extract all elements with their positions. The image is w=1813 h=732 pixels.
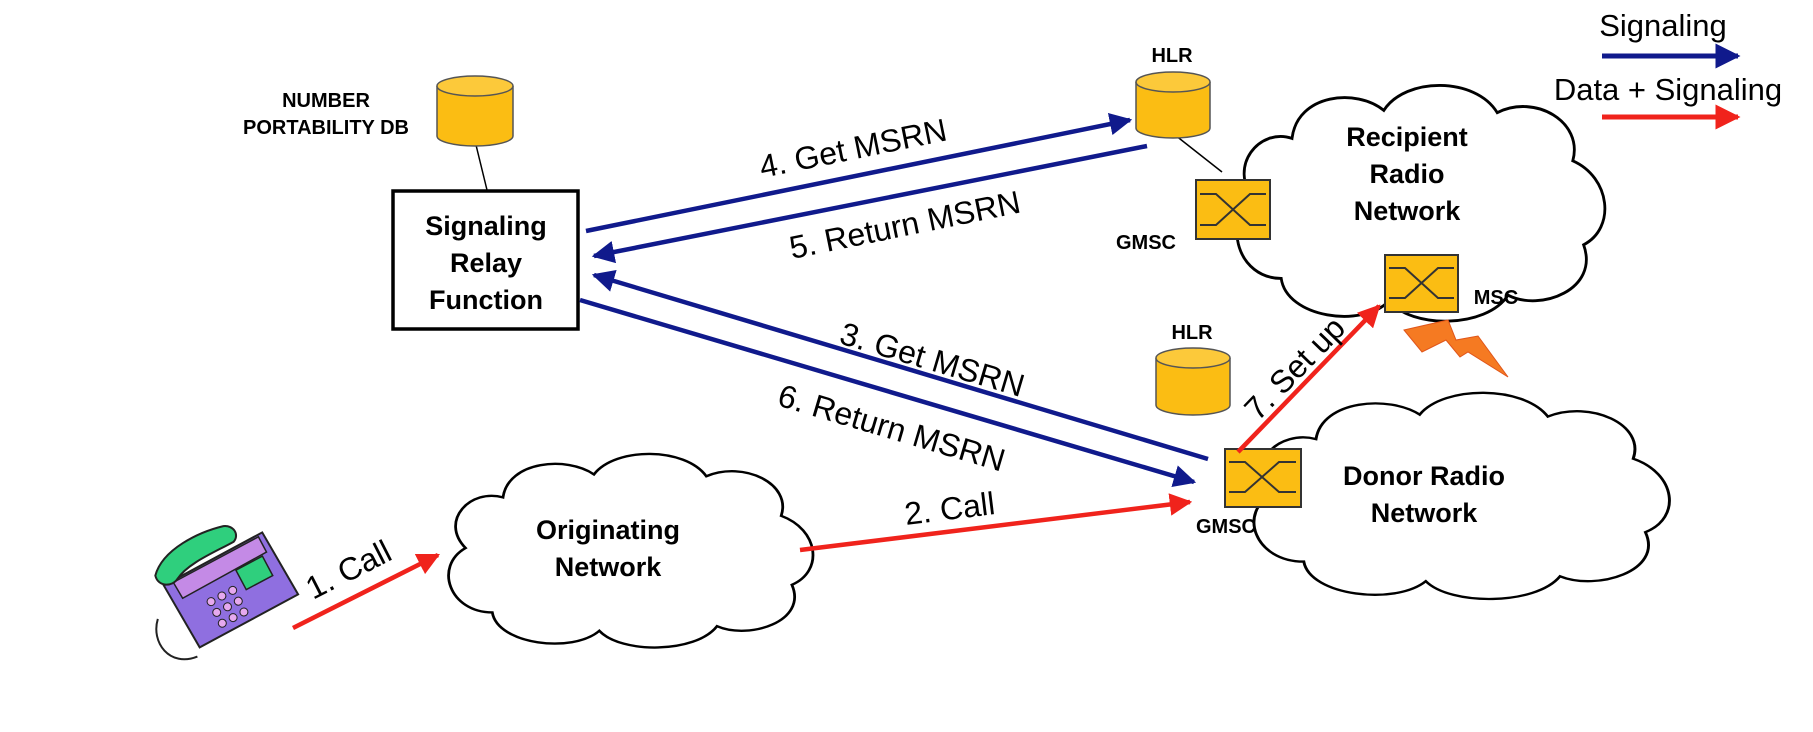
- donor-label-line2: Network: [1371, 498, 1479, 528]
- signaling-relay-function: Signaling Relay Function: [391, 189, 580, 331]
- gmsc-donor: GMSC: [1196, 448, 1302, 538]
- gmsc-donor-label: GMSC: [1196, 516, 1256, 538]
- label-step-3: 3. Get MSRN: [836, 315, 1029, 404]
- recipient-label-line1: Recipient: [1346, 122, 1468, 152]
- msc-recipient-label: MSC: [1474, 287, 1518, 309]
- label-step-4: 4. Get MSRN: [756, 112, 950, 185]
- database-icon: [436, 86, 514, 147]
- label-step-2: 2. Call: [902, 485, 996, 532]
- arrow-step-7: [1236, 304, 1381, 454]
- arrow-step-4: [585, 113, 1133, 234]
- database-icon: [1135, 82, 1211, 139]
- srf-label-line3: Function: [429, 285, 543, 315]
- msc-recipient: MSC: [1384, 254, 1518, 313]
- npdb-label-line2: PORTABILITY DB: [243, 117, 409, 139]
- originating-label-line1: Originating: [536, 515, 680, 545]
- gmsc-recipient: GMSC: [1116, 179, 1271, 254]
- originating-network-cloud: [447, 452, 815, 649]
- npdb-connector: [475, 144, 488, 191]
- wireless-lightning-icon: [1403, 319, 1509, 378]
- arrow-step-5: [591, 143, 1148, 264]
- telephone-icon: [154, 525, 300, 661]
- database-icon: [1155, 358, 1231, 416]
- switch-icon: [1224, 448, 1302, 508]
- originating-label-line2: Network: [555, 552, 663, 582]
- srf-box: [391, 189, 580, 331]
- hlr-recipient: HLR: [1135, 45, 1211, 139]
- legend-data-signaling-label: Data + Signaling: [1554, 72, 1782, 107]
- hlr-recipient-label: HLR: [1151, 45, 1193, 67]
- srf-label-line1: Signaling: [425, 211, 547, 241]
- arrow-step-3: [591, 270, 1209, 462]
- label-step-1: 1. Call: [300, 533, 397, 606]
- label-step-7: 7. Set up: [1237, 310, 1352, 427]
- legend-signaling-label: Signaling: [1599, 8, 1727, 43]
- srf-label-line2: Relay: [450, 248, 522, 278]
- arrow-step-2: [799, 493, 1193, 553]
- legend: Signaling Data + Signaling: [1554, 8, 1782, 130]
- donor-radio-network-cloud: [1252, 391, 1671, 601]
- gmsc-recipient-label: GMSC: [1116, 232, 1176, 254]
- hlr-donor: HLR: [1155, 322, 1231, 416]
- recipient-label-line2: Radio: [1369, 159, 1444, 189]
- donor-label-line1: Donor Radio: [1343, 461, 1505, 491]
- npdb-label-line1: NUMBER: [282, 90, 370, 112]
- hlr-donor-label: HLR: [1171, 322, 1213, 344]
- number-portability-db: NUMBER PORTABILITY DB: [243, 75, 514, 147]
- arrow-step-1: [291, 552, 441, 631]
- recipient-label-line3: Network: [1354, 196, 1462, 226]
- arrow-step-6: [579, 297, 1197, 488]
- hlr-gmsc-connector: [1174, 134, 1223, 173]
